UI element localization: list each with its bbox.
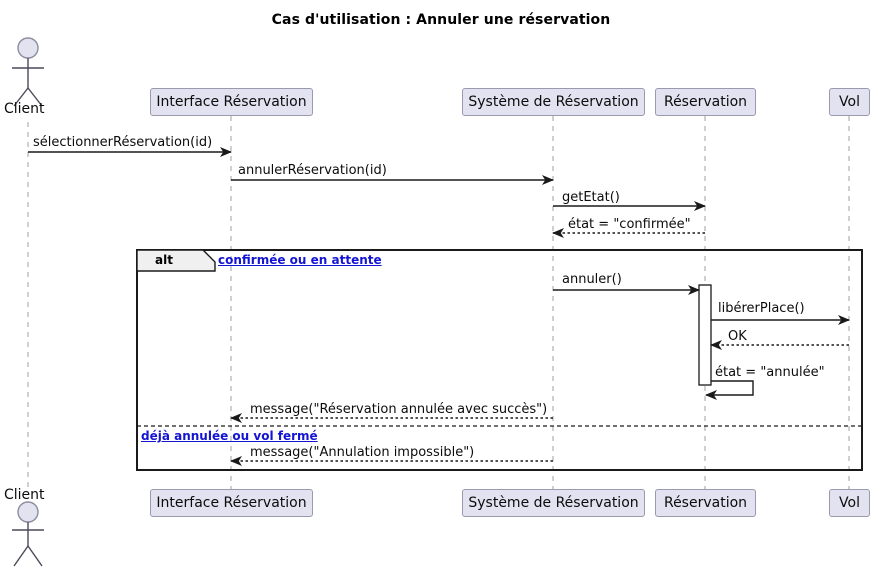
actor-client-top xyxy=(12,37,44,107)
activation-bar-reservation xyxy=(698,284,712,386)
participant-label: Vol xyxy=(839,94,860,110)
participant-label: Vol xyxy=(839,495,860,511)
participant-label: Interface Réservation xyxy=(156,495,307,511)
message-label-selectionnerReservation: sélectionnerRéservation(id) xyxy=(33,135,213,150)
participant-box-vol-top[interactable]: Vol xyxy=(829,88,870,116)
participant-box-interface-top[interactable]: Interface Réservation xyxy=(150,88,313,116)
alt-guard-branch-1: confirmée ou en attente xyxy=(218,253,382,267)
message-label-etat-confirmee: état = "confirmée" xyxy=(568,217,691,232)
actor-client-bottom xyxy=(12,501,44,567)
alt-guard-branch-2: déjà annulée ou vol fermé xyxy=(141,429,318,443)
participant-label: Réservation xyxy=(663,495,748,511)
actor-label-client-bottom: Client xyxy=(4,487,45,503)
message-label-message-succes: message("Réservation annulée avec succès… xyxy=(250,402,548,417)
arrow-etat-annulee-self xyxy=(705,380,754,400)
participant-label: Réservation xyxy=(663,94,748,110)
participant-label: Système de Réservation xyxy=(468,94,639,110)
alt-operator-tag xyxy=(136,249,216,272)
message-label-ok: OK xyxy=(728,329,747,344)
message-label-etat-annulee: état = "annulée" xyxy=(715,365,825,380)
page-title: Cas d'utilisation : Annuler une réservat… xyxy=(271,12,611,28)
participant-box-reservation-top[interactable]: Réservation xyxy=(655,88,756,116)
message-label-annulerReservation: annulerRéservation(id) xyxy=(238,163,387,178)
alt-operator-label: alt xyxy=(155,253,173,267)
message-label-getEtat: getEtat() xyxy=(562,190,620,205)
message-label-annuler: annuler() xyxy=(562,272,622,287)
participant-box-reservation-bottom[interactable]: Réservation xyxy=(655,489,756,517)
participant-box-interface-bottom[interactable]: Interface Réservation xyxy=(150,489,313,517)
participant-box-systeme-top[interactable]: Système de Réservation xyxy=(462,88,645,116)
participant-label: Interface Réservation xyxy=(156,94,307,110)
message-arrows xyxy=(28,147,850,466)
participant-box-vol-bottom[interactable]: Vol xyxy=(829,489,870,517)
actor-label-client-top: Client xyxy=(4,101,45,117)
participant-box-systeme-bottom[interactable]: Système de Réservation xyxy=(462,489,645,517)
alt-fragment-frame xyxy=(136,249,863,471)
participant-label: Système de Réservation xyxy=(468,495,639,511)
message-label-message-impossible: message("Annulation impossible") xyxy=(250,445,475,460)
message-label-libererPlace: libérerPlace() xyxy=(718,301,805,316)
